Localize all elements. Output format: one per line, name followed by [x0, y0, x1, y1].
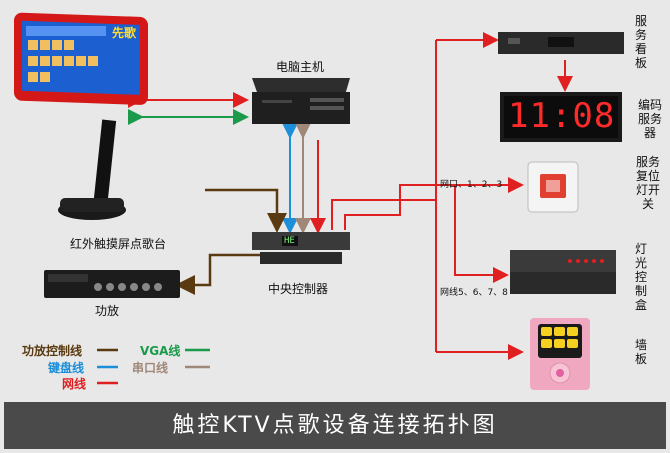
kiosk-controller-amp-line	[205, 188, 287, 233]
service-light-device	[527, 161, 579, 213]
touch-kiosk	[14, 12, 148, 220]
encoder-label: 编码服务器	[637, 98, 662, 140]
service-board-label: 服务看板	[634, 14, 647, 70]
port-label-bottom: 网线5、6、7、8	[440, 288, 508, 298]
wall-board-label: 墙板	[634, 338, 647, 366]
legend-keyboard-line: 键盘线	[48, 361, 85, 375]
service-light-label: 服务复位灯开关	[635, 155, 660, 211]
footer-title: 触控KTV点歌设备连接拓扑图	[4, 402, 666, 449]
legend-network-line: 网线	[62, 377, 87, 391]
wall-board-device	[530, 318, 590, 390]
amplifier	[44, 270, 180, 298]
service-board-device	[498, 32, 624, 54]
controller-amp-line	[175, 253, 262, 295]
light-box-device	[510, 250, 616, 294]
controller-trunk-line-a	[331, 199, 436, 230]
kiosk-brand-text: 先歌	[112, 26, 137, 40]
legend-vga-line: VGA线	[140, 344, 181, 358]
clock-display-device	[500, 92, 622, 142]
controller-trunk-line-b	[344, 184, 436, 230]
kiosk-label: 红外触摸屏点歌台	[70, 237, 167, 251]
light-box-label: 灯光控制盒	[634, 242, 647, 312]
to-light-box	[454, 185, 509, 283]
controller-display-text: HE	[284, 236, 295, 246]
clock-digits: 11:08	[508, 96, 616, 136]
controller-label: 中央控制器	[268, 282, 329, 296]
computer-host	[252, 78, 350, 124]
port-label-top: 网口、1、2、3	[440, 180, 503, 190]
computer-label: 电脑主机	[276, 60, 325, 74]
legend-serial-line: 串口线	[132, 361, 169, 375]
amplifier-label: 功放	[95, 304, 120, 318]
central-controller	[252, 232, 350, 264]
legend-amp-line: 功放控制线	[22, 344, 83, 358]
